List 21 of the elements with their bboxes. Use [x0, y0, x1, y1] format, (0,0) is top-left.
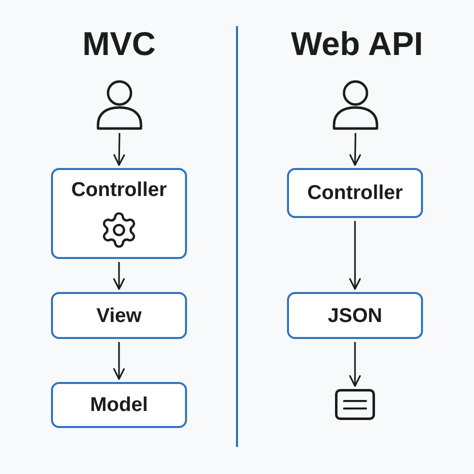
arrow — [113, 342, 125, 380]
arrow — [113, 132, 125, 166]
document-icon — [335, 389, 375, 420]
arrow — [349, 221, 361, 290]
component-label: View — [96, 304, 142, 328]
component-label: JSON — [328, 304, 382, 328]
component-label: Model — [90, 393, 148, 417]
arrow — [349, 342, 361, 387]
component-box — [51, 168, 187, 259]
person-icon — [331, 80, 380, 130]
component-box — [287, 168, 423, 218]
column-heading: MVC — [82, 25, 156, 63]
component-box — [51, 382, 187, 428]
component-box — [287, 292, 423, 339]
arrow — [349, 132, 361, 166]
column-heading: Web API — [290, 25, 424, 63]
component-label: Controller — [71, 178, 167, 202]
component-label: Controller — [307, 181, 403, 205]
person-icon — [95, 80, 144, 130]
component-box — [51, 292, 187, 339]
arrow — [113, 262, 125, 290]
